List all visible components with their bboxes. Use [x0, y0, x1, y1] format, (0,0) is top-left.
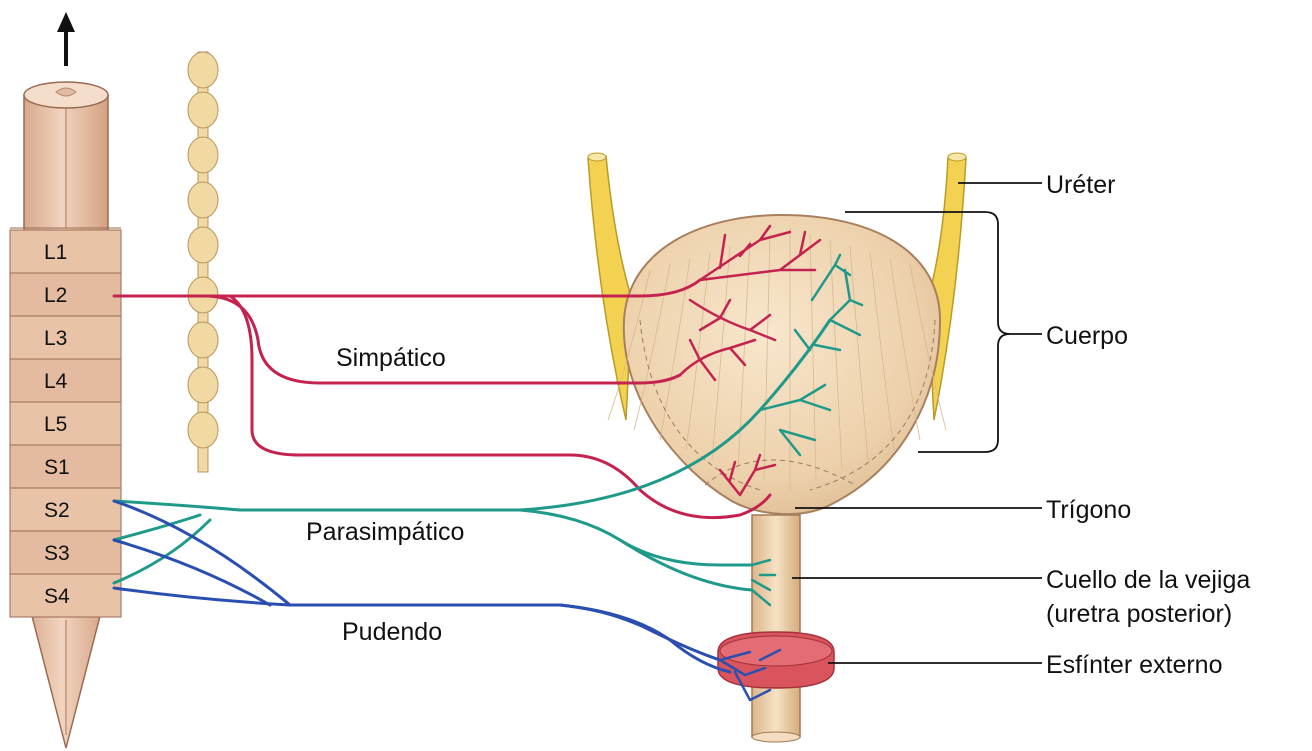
- spinal-segment-label: L5: [44, 413, 67, 436]
- ganglion: [188, 182, 218, 218]
- ganglion: [188, 137, 218, 173]
- parasympathetic-label: Parasimpático: [306, 518, 464, 546]
- spinal-segment-label: S1: [44, 456, 70, 479]
- ganglion: [188, 227, 218, 263]
- sympathetic-label: Simpático: [336, 344, 446, 372]
- arrow-up-icon: [57, 12, 75, 66]
- spinal-segment-label: S4: [44, 585, 70, 608]
- ganglion: [188, 412, 218, 448]
- spinal-segment-label: S3: [44, 542, 70, 565]
- spinal-segment-label: L2: [44, 284, 67, 307]
- body-label: Cuerpo: [1046, 322, 1128, 350]
- ganglion: [188, 367, 218, 403]
- spinal-segment-label: L4: [44, 370, 68, 393]
- spinal-segment-label: S2: [44, 499, 70, 522]
- external-sphincter-label: Esfínter externo: [1046, 651, 1222, 679]
- bladder: [608, 215, 946, 514]
- external-sphincter: [718, 632, 834, 688]
- posterior-urethra-label: (uretra posterior): [1046, 600, 1232, 628]
- sympathetic-chain: [188, 52, 218, 472]
- urethra: [752, 515, 800, 742]
- ureter-label: Uréter: [1046, 171, 1115, 199]
- ureter-left: [588, 153, 632, 420]
- spinal-segment-label: L1: [44, 241, 67, 264]
- ganglion: [188, 92, 218, 128]
- ganglion: [188, 52, 218, 88]
- pudendal-label: Pudendo: [342, 618, 442, 646]
- ganglion: [188, 322, 218, 358]
- spinal-segment-label: L3: [44, 327, 67, 350]
- bladder-neck-label: Cuello de la vejiga: [1046, 566, 1250, 594]
- trigone-label: Trígono: [1046, 496, 1131, 524]
